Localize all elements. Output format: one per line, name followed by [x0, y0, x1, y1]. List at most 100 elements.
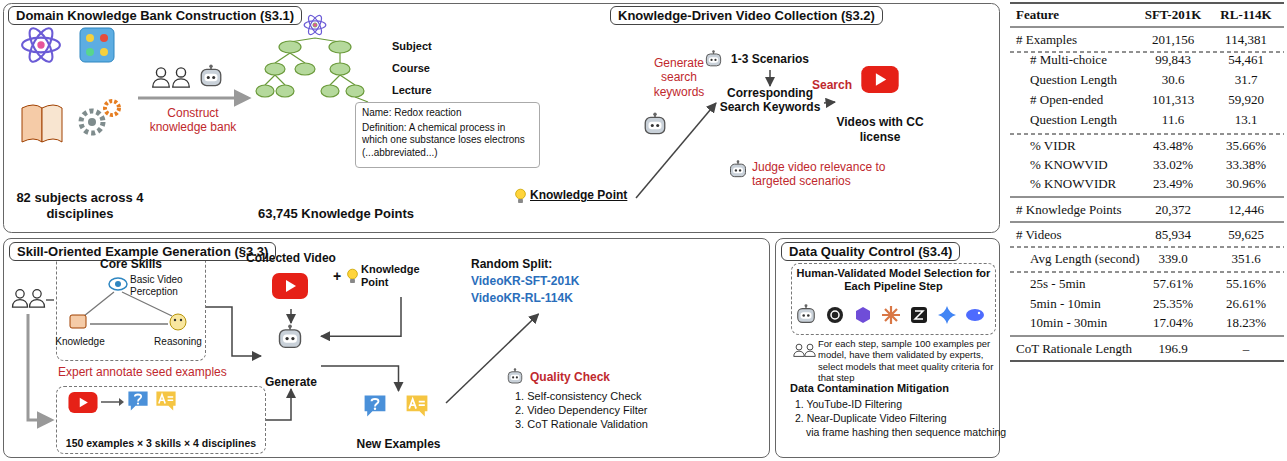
generator-box: Generate [261, 323, 321, 389]
table-cell: 339.0 [1135, 251, 1211, 267]
label-text: Lecture [392, 84, 432, 97]
table-cell: CoT Rationale Length [1016, 341, 1132, 357]
seed-example-icons [68, 391, 175, 413]
panel-outline [4, 4, 1000, 233]
table-rules [1010, 3, 1284, 361]
annotators [138, 64, 248, 98]
discipline-icons [22, 25, 119, 142]
table-cell: 11.6 [1135, 112, 1211, 128]
section-panel: Skill-Oriented Example Generation (§3.3)… [3, 238, 770, 458]
table-cell: Feature [1016, 7, 1059, 23]
skill-triangle [70, 278, 186, 330]
table-cell: 33.38% [1208, 157, 1284, 173]
table-cell: – [1208, 341, 1284, 357]
knowledge-point: Knowledge Point [530, 188, 636, 208]
table-cell: 201,156 [1135, 32, 1211, 48]
flow-arrow [446, 314, 539, 403]
label-text: via frame hashing then sequence matching [806, 426, 1006, 439]
table-cell: 25.35% [1135, 296, 1211, 312]
label-text: Construct knowledge bank [146, 106, 240, 135]
label-text: Course [392, 62, 430, 75]
table-cell: # Videos [1016, 227, 1062, 243]
video-box: Videos with CC license [835, 60, 925, 144]
table-cell: 30.6 [1135, 72, 1211, 88]
label-text: Data Contamination Mitigation [790, 382, 949, 395]
split-box: Random Split:VideoKR-SFT-201KVideoKR-RL-… [471, 256, 606, 314]
table-cell: 57.61% [1135, 276, 1211, 292]
node-text: VideoKR-RL-114K [471, 290, 606, 307]
label-text: + [333, 268, 341, 285]
section-heading: Data Quality Control (§3.4) [781, 242, 960, 261]
examples-box: New Examples [351, 391, 446, 451]
label-text: 1. Self-consistency Check [515, 390, 642, 403]
flow-arrow [290, 309, 292, 323]
label-text: Knowledge [50, 336, 110, 348]
table-cell: 114,381 [1208, 32, 1284, 48]
table-cell: % VIDR [1030, 138, 1076, 154]
label-text: 63,745 Knowledge Points [258, 206, 414, 222]
video-box: Collected Video [246, 251, 336, 309]
label-text: Quality Check [530, 370, 610, 384]
flow-arrow [321, 297, 401, 336]
node-text: Videos with CC license [835, 115, 925, 144]
keyword-box: Corresponding Search Keywords [716, 86, 824, 120]
table-cell: 20,372 [1135, 202, 1211, 218]
table-cell: 101,313 [1135, 92, 1211, 108]
table-cell: 17.04% [1135, 315, 1211, 331]
node-text: Knowledge Point [530, 188, 636, 202]
label-text: Generate search keywords [636, 56, 722, 99]
node-text: Core Skills [57, 257, 205, 271]
reviewers-icon [794, 344, 816, 356]
flow-arrow [824, 102, 835, 103]
table-cell: 59,920 [1208, 92, 1284, 108]
table-cell: 30.96% [1208, 176, 1284, 192]
table-cell: 54,461 [1208, 52, 1284, 68]
label-text: Expert annotate seed examples [58, 365, 258, 379]
bulb-icon [348, 269, 358, 283]
section-panel: Knowledge-Driven Video Collection (§3.2)… [605, 3, 1000, 233]
node-text: 1-3 Scenarios [725, 52, 815, 66]
table-cell: 33.02% [1135, 157, 1211, 173]
definition-box: Name: Redox reactionDefinition: A chemic… [355, 102, 540, 168]
node-text: Collected Video [246, 251, 336, 265]
label-text: Basic Video Perception [130, 274, 202, 298]
seed-box: 150 examples × 3 skills × 4 disciplines [56, 386, 266, 454]
label-text: 82 subjects across 4 disciplines [15, 190, 145, 221]
table-cell: 85,934 [1135, 227, 1211, 243]
node-text: Corresponding Search Keywords [716, 86, 824, 115]
table-cell: 35.66% [1208, 138, 1284, 154]
node-text: Knowledge Point [361, 263, 441, 289]
section-heading: Domain Knowledge Bank Construction (§3.1… [8, 6, 302, 25]
new-example-icons [365, 396, 428, 417]
table-cell: SFT-201K [1135, 7, 1211, 23]
table-cell: % KNOWVIDR [1030, 176, 1116, 192]
section-heading: Knowledge-Driven Video Collection (§3.2) [610, 6, 883, 25]
label-text: Judge video relevance to targeted scenar… [752, 160, 912, 189]
node-text: Human-Validated Model Selection for Each… [792, 267, 995, 293]
table-cell: # Examples [1016, 32, 1077, 48]
label-text: 2. Near-Duplicate Video Filtering [795, 412, 947, 425]
table-cell: 196.9 [1135, 341, 1211, 357]
table-cell: # Open-ended [1030, 92, 1103, 108]
table-cell: # Multi-choice [1030, 52, 1107, 68]
node-text: VideoKR-SFT-201K [471, 273, 606, 290]
youtube-icon [861, 66, 898, 93]
table-cell: 351.6 [1208, 251, 1284, 267]
node-text: Definition: A chemical process in which … [362, 122, 533, 160]
scenario-box: 1-3 Scenarios [725, 52, 815, 70]
table-cell: Question Length [1030, 112, 1117, 128]
node-text: New Examples [356, 437, 440, 451]
label-text: Search [812, 78, 852, 92]
table-cell: 59,625 [1208, 227, 1284, 243]
model-selection-box: Human-Validated Model Selection for Each… [791, 263, 996, 335]
flow-arrow [321, 366, 399, 391]
table-cell: 25s - 5min [1030, 276, 1086, 292]
table-cell: % KNOWVID [1030, 157, 1108, 173]
table-cell: # Knowledge Points [1016, 202, 1121, 218]
model-logos [798, 304, 984, 324]
flow-arrow [769, 70, 771, 86]
flow-arrow [636, 103, 716, 198]
table-cell: 31.7 [1208, 72, 1284, 88]
